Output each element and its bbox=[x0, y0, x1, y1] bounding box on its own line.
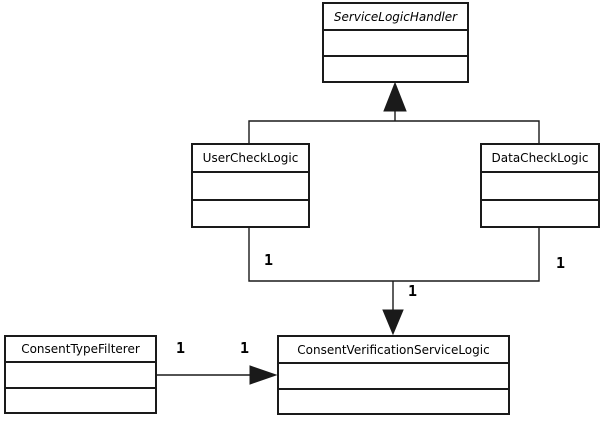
attributes-compartment bbox=[193, 173, 308, 201]
class-box-userchecklogic: UserCheckLogic bbox=[191, 143, 310, 228]
class-name: ServiceLogicHandler bbox=[324, 4, 467, 31]
class-box-servicelogichandler: ServiceLogicHandler bbox=[322, 2, 469, 83]
generalization-arrowhead-icon bbox=[383, 81, 407, 112]
class-name: UserCheckLogic bbox=[193, 145, 308, 173]
attributes-compartment bbox=[279, 364, 508, 390]
association-arrowhead-icon bbox=[249, 365, 278, 385]
multiplicity-label-datachecklogic: 1 bbox=[556, 254, 566, 272]
attributes-compartment bbox=[6, 363, 155, 389]
multiplicity-label-target-top: 1 bbox=[408, 282, 418, 300]
class-name: DataCheckLogic bbox=[482, 145, 598, 173]
attributes-compartment bbox=[324, 31, 467, 57]
class-box-consentverificationservicelogic: ConsentVerificationServiceLogic bbox=[277, 335, 510, 415]
association-arrowhead-icon bbox=[382, 309, 404, 336]
class-box-consenttypefilterer: ConsentTypeFilterer bbox=[4, 335, 157, 414]
class-name: ConsentTypeFilterer bbox=[6, 337, 155, 363]
operations-compartment bbox=[482, 201, 598, 227]
multiplicity-label-userchecklogic: 1 bbox=[264, 251, 274, 269]
multiplicity-label-target-left: 1 bbox=[240, 339, 250, 357]
operations-compartment bbox=[324, 57, 467, 81]
operations-compartment bbox=[279, 390, 508, 414]
class-name: ConsentVerificationServiceLogic bbox=[279, 337, 508, 364]
generalization-edge-line bbox=[248, 110, 540, 143]
attributes-compartment bbox=[482, 173, 598, 201]
operations-compartment bbox=[6, 389, 155, 413]
operations-compartment bbox=[193, 201, 308, 227]
multiplicity-label-consenttypefilterer: 1 bbox=[176, 339, 186, 357]
class-box-datachecklogic: DataCheckLogic bbox=[480, 143, 600, 228]
association-edge-line bbox=[248, 228, 540, 311]
